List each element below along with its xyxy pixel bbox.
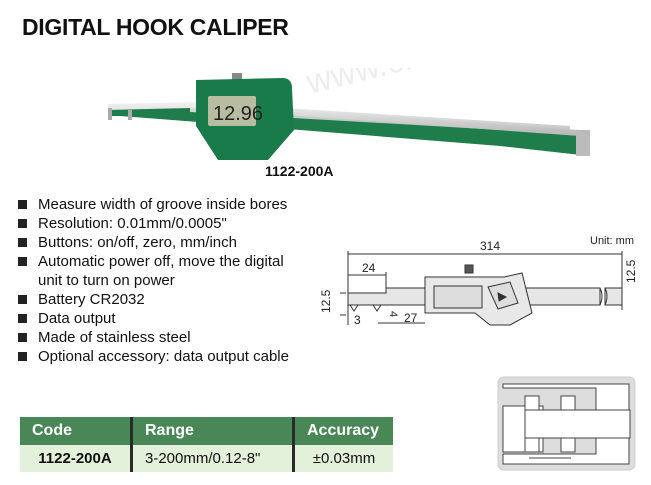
unit-label: Unit: mm: [590, 235, 634, 247]
dimension-diagram: Unit: mm 314 24 12.5 12.5 3 4 27: [319, 235, 638, 327]
feature-text: Optional accessory: data output cable: [38, 348, 289, 365]
feature-text: Buttons: on/off, zero, mm/inch: [38, 234, 237, 251]
feature-item: Buttons: on/off, zero, mm/inch: [18, 233, 289, 252]
feature-item: Made of stainless steel: [18, 328, 289, 347]
col-header-code: Code: [20, 417, 132, 445]
table-header-row: Code Range Accuracy: [20, 417, 393, 445]
bullet-icon: [18, 200, 27, 209]
dim-tip: 3: [354, 313, 361, 327]
feature-item: Measure width of groove inside bores: [18, 195, 289, 214]
bullet-icon: [18, 333, 27, 342]
dim-total: 314: [480, 239, 500, 253]
feature-text: Resolution: 0.01mm/0.0005": [38, 215, 227, 232]
page-title: DIGITAL HOOK CALIPER: [22, 14, 289, 40]
dim-height-left: 12.5: [319, 289, 333, 313]
product-photo: 12.96 www.chandcompany.com: [108, 68, 600, 160]
bullet-icon: [18, 314, 27, 323]
feature-text: Automatic power off, move the digital un…: [38, 253, 284, 289]
feature-list: Measure width of groove inside bores Res…: [18, 195, 289, 366]
cell-accuracy: ±0.03mm: [292, 445, 393, 472]
bullet-icon: [18, 257, 27, 266]
watermark: www.chandcompany.com: [302, 68, 600, 102]
groove-measurement-illustration: [497, 376, 636, 471]
cell-range: 3-200mm/0.12-8": [130, 445, 294, 472]
feature-item: Battery CR2032: [18, 290, 289, 309]
bullet-icon: [18, 238, 27, 247]
feature-text: Made of stainless steel: [38, 329, 191, 346]
spec-table: Code Range Accuracy 1122-200A 3-200mm/0.…: [20, 417, 393, 472]
dim-height-right: 12.5: [624, 259, 638, 283]
col-header-accuracy: Accuracy: [292, 417, 393, 445]
feature-item: Resolution: 0.01mm/0.0005": [18, 214, 289, 233]
bullet-icon: [18, 219, 27, 228]
bullet-icon: [18, 352, 27, 361]
dim-hook: 24: [362, 261, 376, 275]
feature-item: Data output: [18, 309, 289, 328]
model-label: 1122-200A: [265, 163, 334, 179]
feature-text: Measure width of groove inside bores: [38, 196, 288, 213]
feature-item: Automatic power off, move the digital un…: [18, 252, 288, 290]
col-header-range: Range: [130, 417, 294, 445]
display-reading: 12.96: [213, 103, 263, 125]
dim-offset: 27: [404, 311, 418, 325]
dim-gap: 4: [387, 311, 399, 317]
bullet-icon: [18, 295, 27, 304]
cell-code: 1122-200A: [20, 445, 132, 472]
table-row: 1122-200A 3-200mm/0.12-8" ±0.03mm: [20, 445, 393, 472]
feature-item: Optional accessory: data output cable: [18, 347, 289, 366]
feature-text: Battery CR2032: [38, 291, 145, 308]
feature-text: Data output: [38, 310, 116, 327]
